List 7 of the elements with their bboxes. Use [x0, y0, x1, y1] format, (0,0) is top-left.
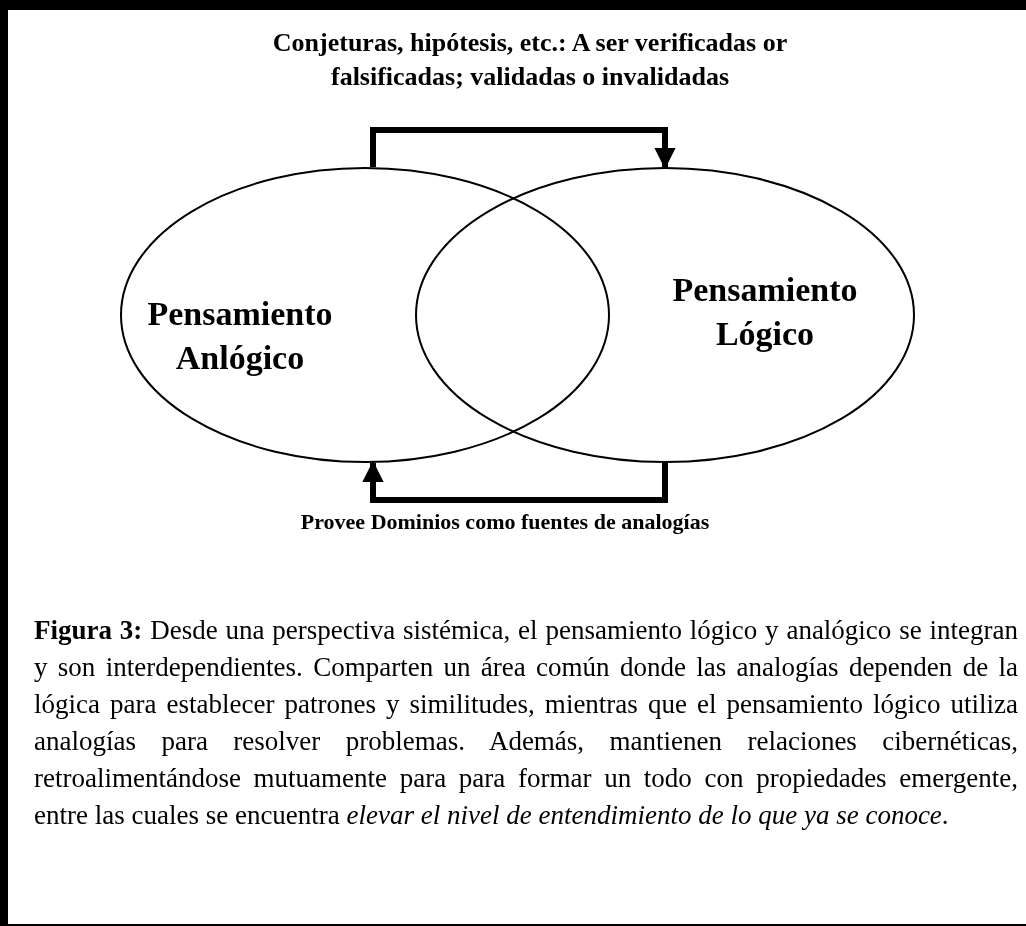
node-label: Pensamiento Anlógico: [146, 294, 334, 379]
arrow: [362, 460, 668, 503]
arrow: [370, 127, 676, 170]
ellipse-node: [120, 167, 610, 463]
node-label: Pensamiento Lógico: [671, 270, 859, 355]
figure-caption: Figura 3: Desde una perspectiva sistémica, el pensamiento lógico y analógico se integran y son interdependientes. Comparten un área común donde las analogías dependen de la lógica para establecer patrones y similitudes, mientras que el pensamiento lógico utiliza analogías para resolver problemas. Además, mantienen relaciones cibernéticas, retroalimentándose mutuamente para para formar un todo con propiedades emergente, entre las cuales se encuentra elevar el nivel de entendimiento de lo que ya se conoce.: [34, 614, 1018, 832]
ellipse-node: [415, 167, 915, 463]
